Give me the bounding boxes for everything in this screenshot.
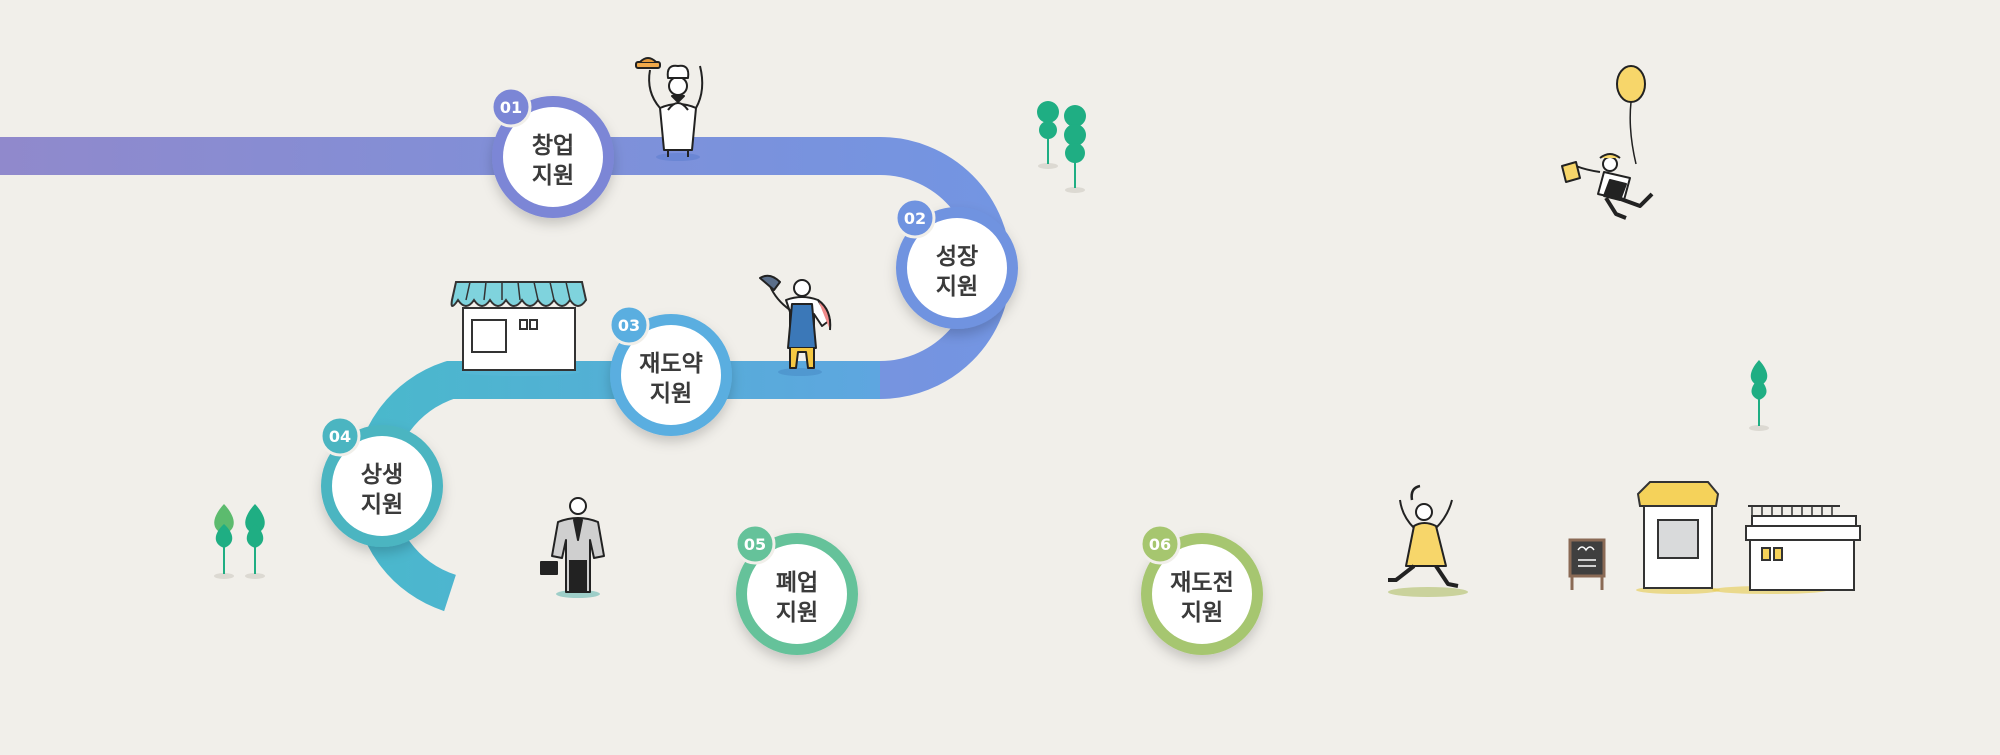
step-badge bbox=[1139, 523, 1181, 565]
step-label-line1: 재도약 bbox=[639, 351, 702, 377]
tree-icon bbox=[245, 504, 265, 579]
menu-board-icon bbox=[1568, 538, 1606, 590]
step-number: 02 bbox=[904, 209, 926, 228]
step-number: 01 bbox=[500, 98, 522, 117]
step-number: 06 bbox=[1149, 535, 1171, 554]
step-label-line2: 지원 bbox=[650, 381, 692, 407]
flat-shop-icon bbox=[1712, 505, 1861, 594]
step-badge bbox=[734, 523, 776, 565]
step-label-line1: 재도전 bbox=[1170, 570, 1233, 596]
balloon-man-figure-icon bbox=[1561, 65, 1654, 220]
tree-icon bbox=[1064, 105, 1086, 193]
step-number: 03 bbox=[618, 316, 640, 335]
tree-icon bbox=[1037, 101, 1059, 169]
kiosk-yellow-roof-icon bbox=[1636, 481, 1720, 594]
step-badge bbox=[490, 86, 532, 128]
dancing-woman-figure-icon bbox=[1388, 484, 1468, 597]
step-node-6[interactable]: 재도전 지원 06 bbox=[1139, 523, 1263, 655]
step-label-line2: 지원 bbox=[361, 492, 403, 518]
chef-figure-icon bbox=[635, 57, 704, 161]
step-badge bbox=[608, 304, 650, 346]
shop-cyan-awning-icon bbox=[450, 281, 588, 376]
step-label-line2: 지원 bbox=[936, 274, 978, 300]
step-label-line1: 폐업 bbox=[776, 570, 818, 596]
fishmonger-figure-icon bbox=[759, 274, 832, 376]
businessman-figure-icon bbox=[540, 497, 605, 598]
step-label-line1: 성장 bbox=[936, 244, 978, 270]
step-number: 05 bbox=[744, 535, 766, 554]
step-node-5[interactable]: 폐업 지원 05 bbox=[734, 523, 858, 655]
step-badge bbox=[894, 197, 936, 239]
tree-icon bbox=[214, 504, 234, 579]
step-badge bbox=[319, 415, 361, 457]
step-node-1[interactable]: 창업 지원 01 bbox=[490, 86, 614, 218]
step-label-line2: 지원 bbox=[776, 600, 818, 626]
step-label-line1: 상생 bbox=[361, 462, 403, 488]
step-number: 04 bbox=[329, 427, 351, 446]
step-node-3[interactable]: 재도약 지원 03 bbox=[608, 304, 732, 436]
step-node-4[interactable]: 상생 지원 04 bbox=[319, 415, 443, 547]
tree-icon bbox=[1749, 360, 1769, 431]
step-label-line2: 지원 bbox=[1181, 600, 1223, 626]
step-label-line1: 창업 bbox=[532, 133, 574, 159]
step-label-line2: 지원 bbox=[532, 163, 574, 189]
step-node-2[interactable]: 성장 지원 02 bbox=[894, 197, 1018, 329]
